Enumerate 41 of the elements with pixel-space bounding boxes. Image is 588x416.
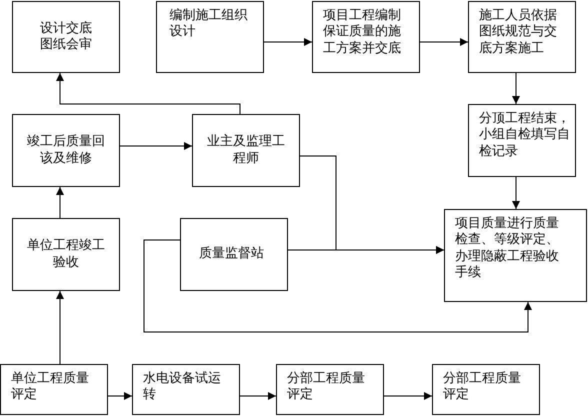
box-label: 单位工程质量评定: [11, 371, 90, 404]
process-box: [180, 218, 288, 291]
box-label: 竣工后质量回该及维修: [26, 134, 106, 167]
box-label: 业主及监理工程师: [206, 134, 286, 167]
arrow: [512, 176, 520, 210]
process-box: [432, 364, 540, 415]
box-label: 编制施工组织设计: [170, 8, 249, 40]
process-box: [468, 1, 576, 73]
process-box: [12, 1, 120, 73]
process-box: [12, 114, 120, 187]
process-box: [12, 218, 120, 291]
arrow: [288, 246, 444, 254]
arrow: [240, 392, 276, 400]
box-label: 设计交底图纸会审: [39, 20, 93, 54]
box-label: 质量监督站: [198, 246, 265, 263]
arrow: [56, 72, 240, 114]
box-label: 项目工程编制保证质量的施工方案并交底: [323, 8, 402, 57]
process-box: [312, 1, 420, 73]
box-label: 分部工程质量评定: [443, 371, 522, 404]
box-label: 水电设备试运转: [143, 371, 222, 404]
arrow: [512, 72, 520, 104]
arrow: [384, 392, 432, 400]
process-box: [156, 1, 264, 73]
box-label: 项目质量进行质量检查、等级评定、办理隐蔽工程验收手续: [455, 216, 560, 281]
box-label: 施工人员依据图纸规范与交底方案施工: [479, 8, 558, 57]
arrow: [420, 38, 468, 46]
arrow: [264, 38, 312, 46]
process-box: [468, 104, 576, 177]
box-label: 分部工程质量评定: [287, 371, 366, 404]
arrow: [56, 186, 64, 218]
arrow: [120, 142, 192, 150]
process-box: [276, 364, 384, 415]
arrow: [144, 240, 532, 332]
process-box: [0, 364, 108, 415]
arrow: [56, 290, 64, 364]
process-box: [132, 364, 240, 415]
arrow: [108, 392, 132, 400]
box-label: 单位工程竣工验收: [26, 238, 106, 271]
box-label: 分顶工程结束，小组自检填写自检记录: [479, 111, 571, 160]
process-box: [444, 209, 587, 302]
process-box: [192, 114, 300, 187]
